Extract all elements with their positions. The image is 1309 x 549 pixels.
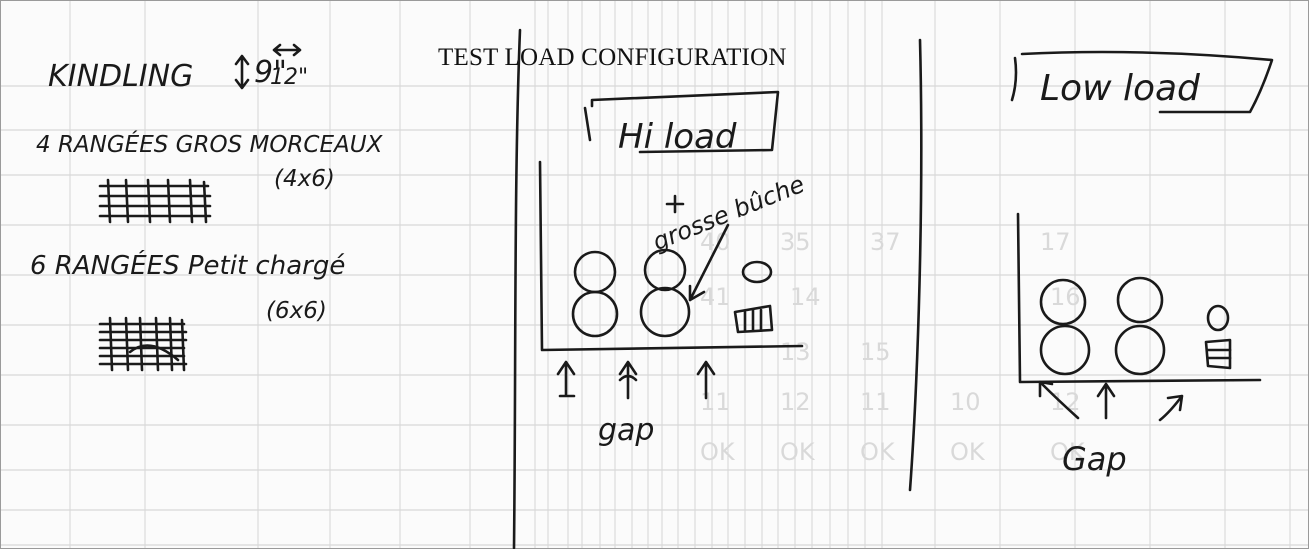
grid-6x6-icon — [98, 316, 188, 372]
page-title: TEST LOAD CONFIGURATION — [438, 44, 787, 71]
hi-load-logs — [571, 248, 773, 338]
svg-text:OK: OK — [950, 438, 986, 466]
svg-text:35: 35 — [780, 228, 811, 256]
svg-text:OK: OK — [780, 438, 816, 466]
kindling-label: KINDLING — [48, 59, 193, 94]
svg-text:10: 10 — [950, 388, 981, 416]
svg-text:13: 13 — [780, 338, 811, 366]
hi-load-box — [583, 90, 780, 154]
svg-text:37: 37 — [870, 228, 901, 256]
svg-text:OK: OK — [860, 438, 896, 466]
hi-load-note: grosse bûche — [649, 170, 809, 256]
horizontal-dimension-arrow — [272, 43, 302, 57]
dimension-width: 12" — [270, 65, 308, 90]
divider-left — [512, 28, 522, 549]
svg-text:15: 15 — [860, 338, 891, 366]
low-load-axes — [1016, 212, 1262, 384]
svg-text:14: 14 — [790, 283, 821, 311]
svg-text:16: 16 — [1050, 283, 1081, 311]
grid-4x6-icon — [98, 178, 212, 224]
hi-load-kindling — [733, 304, 774, 334]
hi-load-label: Hi load — [618, 117, 737, 157]
bucket-arrow — [688, 223, 730, 302]
low-load-kindling — [1204, 338, 1232, 370]
svg-text:12: 12 — [780, 388, 811, 416]
svg-text:41: 41 — [700, 283, 731, 311]
low-load-box — [1010, 50, 1274, 114]
dimension-height: 9" — [254, 55, 287, 90]
svg-text:OK: OK — [700, 438, 736, 466]
row6-size: (6x6) — [266, 298, 327, 324]
row4-size: (4x6) — [274, 166, 335, 192]
hi-load-gap-arrows — [556, 360, 716, 400]
row6-label: 6 RANGÉES Petit chargé — [30, 249, 345, 281]
hi-load-axes — [538, 160, 804, 352]
divider-right — [908, 38, 923, 492]
svg-text:17: 17 — [1040, 228, 1071, 256]
vertical-dimension-arrow — [234, 54, 250, 90]
row4-label: 4 RANGÉES GROS MORCEAUX — [36, 130, 384, 158]
svg-text:11: 11 — [860, 388, 891, 416]
low-load-gap-label: Gap — [1062, 440, 1127, 478]
low-load-logs — [1039, 276, 1230, 376]
svg-text:12: 12 — [1050, 388, 1081, 416]
low-load-gap-arrows — [1038, 380, 1184, 422]
svg-text:OK: OK — [1050, 438, 1086, 466]
low-load-label: Low load — [1040, 68, 1201, 109]
hi-load-gap-label: gap — [598, 413, 654, 448]
